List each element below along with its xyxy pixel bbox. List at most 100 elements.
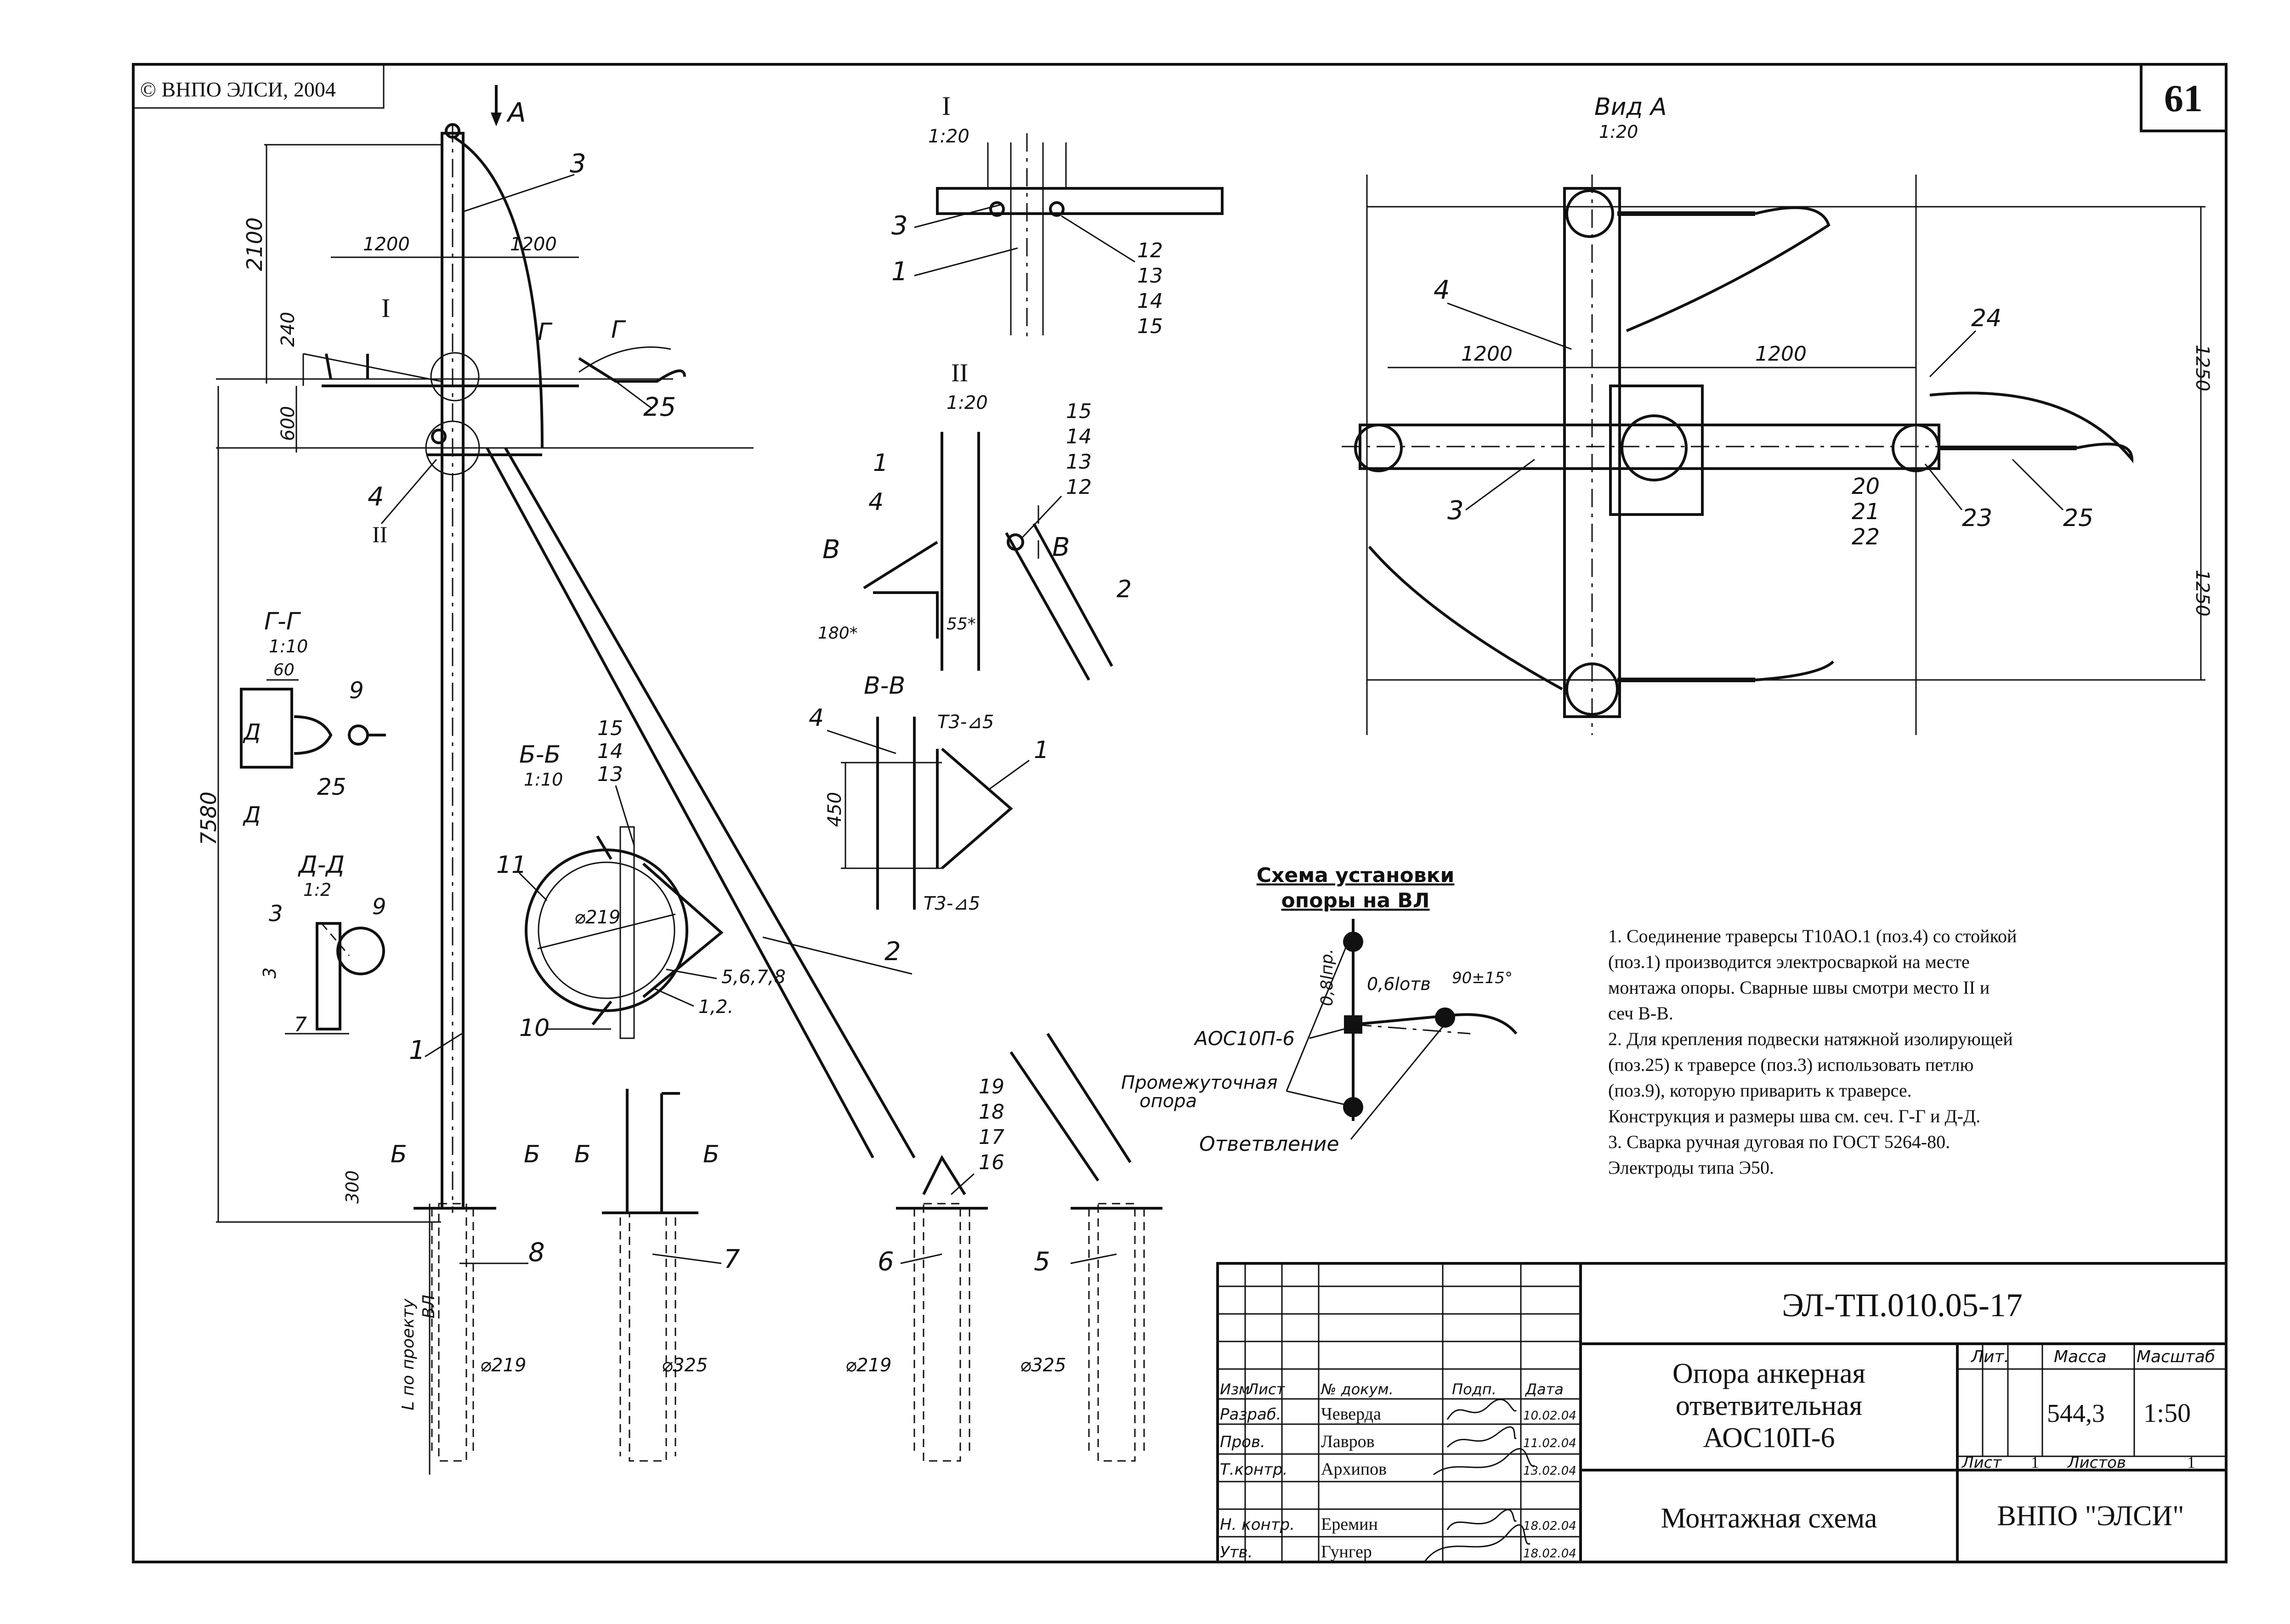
svg-text:13: 13 bbox=[1066, 450, 1092, 474]
svg-text:3: 3 bbox=[260, 968, 280, 979]
section-2: II 1:20 1 4 В В 180* 55* 2 15 14 13 12 bbox=[818, 359, 1132, 681]
copyright: © ВНПО ЭЛСИ, 2004 bbox=[140, 78, 336, 101]
title-col-mass: Масса bbox=[2054, 1347, 2107, 1366]
section-dd: Д-Д 1:2 3 9 3 7 bbox=[260, 851, 386, 1036]
svg-text:6: 6 bbox=[878, 1247, 894, 1277]
svg-text:4: 4 bbox=[868, 488, 884, 516]
copyright-box bbox=[132, 63, 385, 109]
title-sheets-label: Листов bbox=[2067, 1454, 2126, 1472]
svg-text:23: 23 bbox=[1962, 504, 1992, 532]
view-a-pole bbox=[1621, 414, 1688, 481]
title-sheets-value: 1 bbox=[2187, 1453, 2195, 1471]
svg-text:180*: 180* bbox=[818, 624, 858, 643]
svg-text:№ докум.: № докум. bbox=[1320, 1381, 1394, 1398]
svg-text:Б: Б bbox=[703, 1141, 720, 1168]
title-line-1: Опора анкерная bbox=[1672, 1358, 1865, 1389]
dim-l-project: L по проекту bbox=[399, 1298, 418, 1410]
svg-text:Б: Б bbox=[524, 1141, 540, 1168]
svg-text:5: 5 bbox=[1034, 1247, 1050, 1277]
svg-text:11.02.04: 11.02.04 bbox=[1523, 1437, 1576, 1450]
note-line: 2. Для крепления подвески натяжной изоли… bbox=[1608, 1029, 2013, 1049]
svg-text:Лавров: Лавров bbox=[1321, 1432, 1375, 1451]
svg-text:Н. контр.: Н. контр. bbox=[1220, 1516, 1295, 1534]
dim-600: 600 bbox=[278, 406, 299, 441]
svg-text:4: 4 bbox=[809, 704, 824, 732]
svg-text:⌀325: ⌀325 bbox=[662, 1355, 708, 1376]
notes: 1. Соединение траверсы Т10АО.1 (поз.4) с… bbox=[1608, 923, 2160, 1181]
scheme-title-2: опоры на ВЛ bbox=[1281, 889, 1430, 912]
svg-text:25: 25 bbox=[317, 774, 346, 800]
dim-1200-right: 1200 bbox=[510, 234, 557, 255]
section-vv: В-В 450 4 Т3-⊿5 Т3-⊿5 1 bbox=[809, 672, 1049, 914]
svg-text:22: 22 bbox=[1852, 524, 1880, 550]
svg-text:2: 2 bbox=[1117, 576, 1132, 603]
section-bb-scale: 1:10 bbox=[524, 770, 563, 790]
svg-text:1: 1 bbox=[1034, 736, 1049, 764]
dim-7580: 7580 bbox=[196, 792, 221, 845]
view-a-label: Вид А bbox=[1594, 93, 1667, 121]
svg-text:13.02.04: 13.02.04 bbox=[1523, 1464, 1576, 1478]
foundation-6: 6 ⌀219 19 18 17 16 bbox=[845, 1075, 1004, 1462]
svg-text:II: II bbox=[372, 521, 387, 547]
scheme-branch: Ответвление bbox=[1199, 1132, 1339, 1156]
svg-text:19: 19 bbox=[979, 1075, 1004, 1098]
svg-text:25: 25 bbox=[643, 392, 676, 422]
svg-text:15: 15 bbox=[1066, 400, 1092, 423]
section-dd-label: Д-Д bbox=[298, 851, 345, 879]
svg-text:17: 17 bbox=[979, 1126, 1004, 1149]
title-org: ВНПО "ЭЛСИ" bbox=[1997, 1500, 2184, 1532]
scheme-support-label: АОС10П-6 bbox=[1193, 1027, 1295, 1050]
svg-text:Т3-⊿5: Т3-⊿5 bbox=[924, 893, 980, 914]
view-a-scale: 1:20 bbox=[1599, 122, 1638, 142]
svg-text:9: 9 bbox=[372, 894, 386, 920]
view-a: Вид А 1:20 1200 1200 1250 1250 bbox=[1342, 93, 2213, 735]
svg-text:3: 3 bbox=[269, 901, 283, 927]
detail-1-marker bbox=[430, 352, 480, 402]
svg-text:18.02.04: 18.02.04 bbox=[1523, 1547, 1576, 1561]
title-block: Лит. Масса Масштаб 544,3 1:50 Лист 1 Лис… bbox=[1216, 1262, 2228, 1563]
main-dimensions: 2100 1200 1200 240 600 7580 300 L по про… bbox=[196, 144, 579, 1475]
svg-text:1200: 1200 bbox=[1755, 342, 1807, 366]
title-scale: 1:50 bbox=[2143, 1398, 2191, 1428]
note-line: 3. Сварка ручная дуговая по ГОСТ 5264-80… bbox=[1608, 1132, 1950, 1152]
svg-text:Гунгер: Гунгер bbox=[1321, 1542, 1372, 1562]
title-col-scale: Масштаб bbox=[2137, 1347, 2215, 1366]
svg-text:1: 1 bbox=[891, 257, 908, 287]
svg-text:⌀219: ⌀219 bbox=[574, 907, 620, 928]
svg-text:Чеверда: Чеверда bbox=[1321, 1404, 1381, 1424]
scheme-intermediate-1: Промежуточная bbox=[1121, 1072, 1278, 1093]
svg-text:7: 7 bbox=[294, 1013, 307, 1036]
svg-text:450: 450 bbox=[824, 792, 845, 827]
title-line-3: АОС10П-6 bbox=[1703, 1422, 1835, 1454]
svg-text:14: 14 bbox=[597, 740, 623, 763]
svg-text:16: 16 bbox=[979, 1151, 1004, 1174]
installation-scheme: Схема установки опоры на ВЛ 0,8lпр. 0,6l… bbox=[1121, 864, 1518, 1156]
dim-l-vl: ВЛ bbox=[419, 1295, 438, 1318]
svg-text:14: 14 bbox=[1137, 289, 1163, 313]
svg-text:12: 12 bbox=[1137, 239, 1163, 262]
svg-text:15: 15 bbox=[1137, 315, 1163, 338]
svg-text:Разраб.: Разраб. bbox=[1220, 1405, 1281, 1424]
doc-code: ЭЛ-ТП.010.05-17 bbox=[1782, 1287, 2023, 1324]
section-gg: Г-Г 1:10 60 9 25 Д Д bbox=[240, 608, 386, 828]
svg-text:Д: Д bbox=[243, 719, 261, 745]
title-subtitle: Монтажная схема bbox=[1661, 1503, 1877, 1534]
note-line: Конструкция и размеры шва см. сеч. Г-Г и… bbox=[1608, 1106, 1981, 1126]
svg-text:Пров.: Пров. bbox=[1220, 1433, 1265, 1451]
svg-text:55*: 55* bbox=[947, 615, 976, 634]
svg-text:7: 7 bbox=[724, 1245, 740, 1274]
note-line: монтажа опоры. Сварные швы смотри место … bbox=[1608, 977, 1990, 998]
note-line: Электроды типа Э50. bbox=[1608, 1157, 1774, 1178]
svg-text:Б: Б bbox=[574, 1141, 591, 1168]
svg-text:⌀325: ⌀325 bbox=[1020, 1355, 1066, 1376]
svg-text:I: I bbox=[381, 293, 390, 323]
section-1-scale: 1:20 bbox=[928, 126, 969, 147]
note-line: (поз.1) производится электросваркой на м… bbox=[1608, 951, 1970, 972]
scheme-angle: 90±15° bbox=[1452, 969, 1513, 987]
svg-text:Г: Г bbox=[611, 316, 626, 344]
svg-text:4: 4 bbox=[368, 482, 384, 512]
svg-text:3: 3 bbox=[1447, 496, 1464, 526]
svg-text:15: 15 bbox=[597, 717, 623, 740]
svg-text:10.02.04: 10.02.04 bbox=[1523, 1409, 1576, 1423]
